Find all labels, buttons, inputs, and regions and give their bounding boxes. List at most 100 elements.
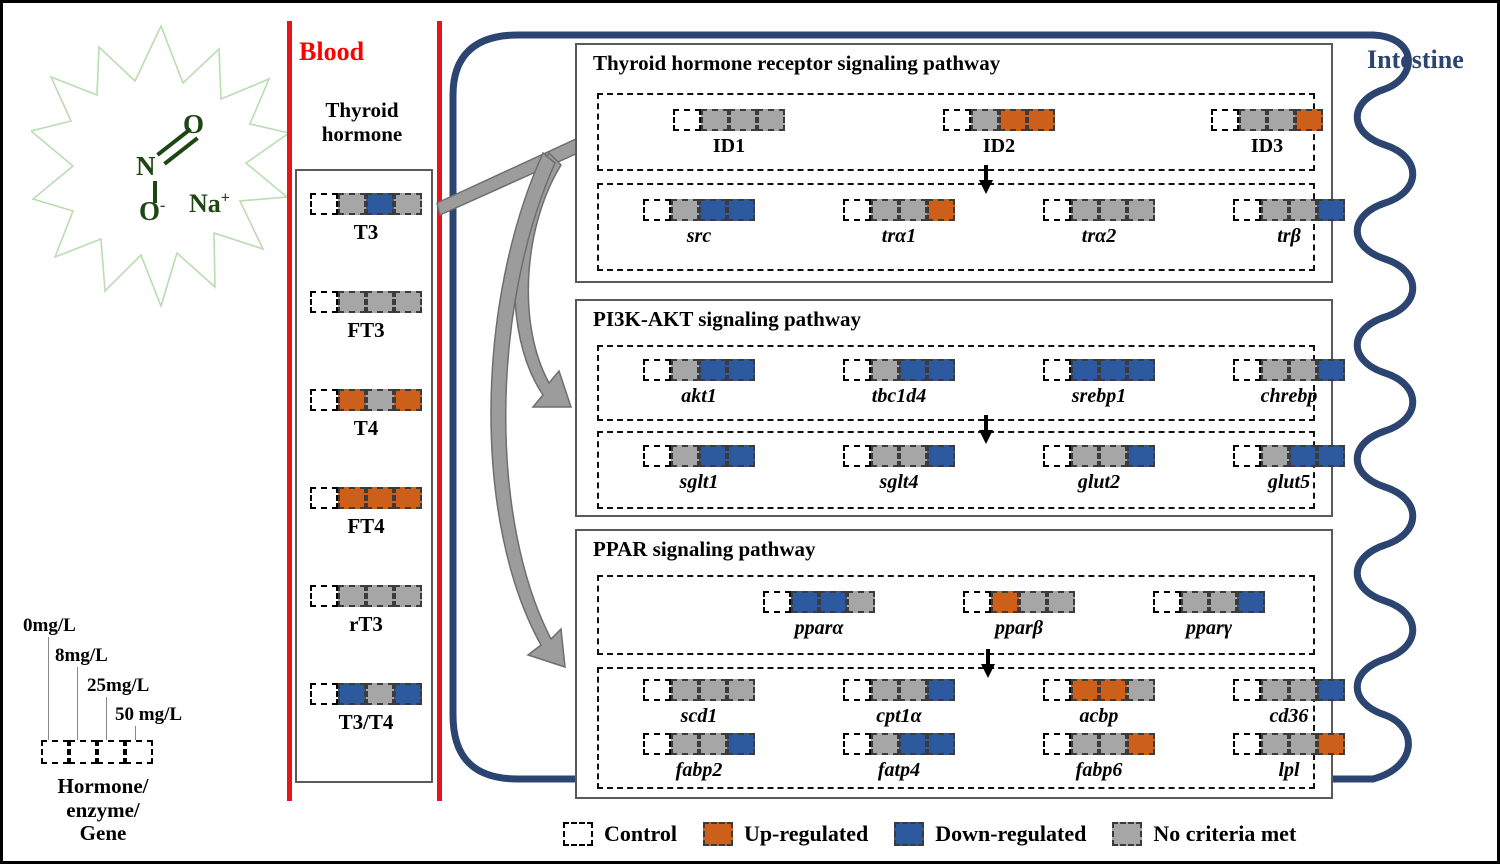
blood-t3-t4-swatch-0-control — [310, 683, 338, 705]
dose-scale-legend: 0mg/L 8mg/L 25mg/L 50 mg/L Hormone/ enzy… — [13, 615, 278, 855]
single-bond-line — [153, 181, 157, 203]
gene-label-ppar-fatp4: fatp4 — [877, 759, 921, 781]
gene-pi3k-akt-srebp1-swatch-1-down — [1071, 359, 1099, 381]
dose-swatch-0 — [41, 740, 69, 764]
blood-item-label: T3 — [353, 220, 379, 244]
gene-label-pi3k-akt-tbc1d4: tbc1d4 — [871, 385, 927, 407]
legend-label-none: No criteria met — [1153, 821, 1297, 846]
gene-pi3k-akt-sglt1-swatch-3-down — [727, 445, 755, 467]
blood-t3-swatch-1-none — [338, 193, 366, 215]
gene-thyroid-hormone-receptor-tr1-swatch-2-none — [899, 199, 927, 221]
gene-ppar-cpt1: cpt1α — [839, 679, 959, 728]
dose-tick-8 — [77, 667, 78, 741]
blood-t4-swatch-row — [297, 389, 435, 411]
dose-caption: Hormone/ enzyme/ Gene — [13, 774, 193, 846]
gene-ppar-ppar-swatch-1-none — [1181, 591, 1209, 613]
gene-label-ppar-ppar: pparβ — [994, 617, 1044, 639]
gene-pi3k-akt-tbc1d4-swatch-2-down — [899, 359, 927, 381]
gene-thyroid-hormone-receptor-tr-swatch-3-down — [1317, 199, 1345, 221]
dose-label-50: 50 mg/L — [115, 704, 183, 725]
gene-label-ppar-cd36: cd36 — [1269, 705, 1309, 727]
molecule-nitrogen: N — [136, 151, 156, 181]
blood-t4-swatch-1-up — [338, 389, 366, 411]
gene-ppar-ppar: pparα — [759, 591, 879, 640]
gene-pi3k-akt-glut2-swatch-1-none — [1071, 445, 1099, 467]
gene-ppar-scd1: scd1 — [639, 679, 759, 728]
dose-tick-0 — [48, 637, 49, 741]
gene-ppar-ppar-swatch-3-down — [1237, 591, 1265, 613]
gene-pi3k-akt-tbc1d4-swatch-0-control — [843, 359, 871, 381]
gene-thyroid-hormone-receptor-ID3-swatch-row — [1207, 109, 1327, 131]
gene-label-pi3k-akt-sglt1: sglt1 — [679, 471, 719, 493]
gene-pi3k-akt-sglt1: sglt1 — [639, 445, 759, 494]
legend-item-none: No criteria met — [1112, 821, 1296, 847]
dose-swatch-25 — [97, 740, 125, 764]
gene-label-ppar-scd1: scd1 — [680, 705, 718, 727]
gene-ppar-ppar-swatch-0-control — [763, 591, 791, 613]
gene-ppar-lpl-swatch-2-none — [1289, 733, 1317, 755]
gene-pi3k-akt-sglt1-swatch-1-none — [671, 445, 699, 467]
gene-thyroid-hormone-receptor-ID1: ID1 — [669, 109, 789, 158]
blood-item-label: FT4 — [347, 514, 385, 538]
blood-ft3-swatch-3-none — [394, 291, 422, 313]
gene-pi3k-akt-glut2-swatch-3-down — [1127, 445, 1155, 467]
gene-label-thyroid-hormone-receptor-src: src — [686, 225, 712, 247]
blood-rt3-swatch-row — [297, 585, 435, 607]
gene-ppar-fabp2: fabp2 — [639, 733, 759, 782]
gene-label-ppar-fabp2: fabp2 — [675, 759, 723, 781]
gene-thyroid-hormone-receptor-ID1-swatch-3-none — [757, 109, 785, 131]
gene-pi3k-akt-glut2: glut2 — [1039, 445, 1159, 494]
gene-ppar-fabp6-swatch-row — [1039, 733, 1159, 755]
gene-label-thyroid-hormone-receptor-tr1: trα1 — [881, 225, 917, 247]
blood-t3-t4-swatch-2-none — [366, 683, 394, 705]
gene-label-thyroid-hormone-receptor-ID2: ID2 — [982, 135, 1016, 157]
gene-thyroid-hormone-receptor-ID1-swatch-row — [669, 109, 789, 131]
dose-tick-50 — [135, 726, 136, 741]
gene-ppar-scd1-swatch-3-none — [727, 679, 755, 701]
gene-thyroid-hormone-receptor-ID2-swatch-3-up — [1027, 109, 1055, 131]
blood-item-label: T3/T4 — [338, 710, 394, 734]
blood-t3-swatch-0-control — [310, 193, 338, 215]
gene-label-ppar-acbp: acbp — [1079, 705, 1119, 727]
gene-ppar-fabp6-swatch-2-none — [1099, 733, 1127, 755]
gene-ppar-cd36-swatch-0-control — [1233, 679, 1261, 701]
gene-ppar-acbp-swatch-1-up — [1071, 679, 1099, 701]
blood-title: Blood — [299, 37, 365, 66]
gene-pi3k-akt-akt1: akt1 — [639, 359, 759, 408]
gene-pi3k-akt-glut5-swatch-0-control — [1233, 445, 1261, 467]
blood-item-ft3: FT3 — [297, 291, 435, 343]
gene-pi3k-akt-sglt4-swatch-0-control — [843, 445, 871, 467]
gene-thyroid-hormone-receptor-src-swatch-0-control — [643, 199, 671, 221]
gene-thyroid-hormone-receptor-ID2-swatch-row — [939, 109, 1059, 131]
dose-caption-line-2: enzyme/ — [66, 797, 140, 822]
gene-label-ppar-cpt1: cpt1α — [876, 705, 922, 727]
gene-pi3k-akt-chrebp-swatch-row — [1229, 359, 1349, 381]
gene-pi3k-akt-glut5-swatch-3-down — [1317, 445, 1345, 467]
gene-thyroid-hormone-receptor-src-swatch-3-down — [727, 199, 755, 221]
gene-label-pi3k-akt-glut2: glut2 — [1077, 471, 1121, 493]
gene-thyroid-hormone-receptor-src-swatch-2-down — [699, 199, 727, 221]
blood-t3-swatch-row — [297, 193, 435, 215]
gene-pi3k-akt-srebp1-swatch-2-down — [1099, 359, 1127, 381]
gene-thyroid-hormone-receptor-ID2: ID2 — [939, 109, 1059, 158]
blood-item-t3: T3 — [297, 193, 435, 245]
gene-ppar-ppar-swatch-row — [759, 591, 879, 613]
gene-ppar-ppar-swatch-3-none — [1047, 591, 1075, 613]
legend-swatch-control — [563, 822, 593, 846]
blood-t3-t4-swatch-row — [297, 683, 435, 705]
gene-pi3k-akt-srebp1: srebp1 — [1039, 359, 1159, 408]
oxygen-charge: - — [160, 197, 166, 214]
gene-ppar-fatp4-swatch-0-control — [843, 733, 871, 755]
gene-ppar-ppar: pparβ — [959, 591, 1079, 640]
legend-item-control: Control — [563, 821, 677, 847]
molecule-oxygen-bottom: O- — [139, 196, 166, 226]
gene-label-ppar-ppar: pparα — [794, 617, 844, 639]
blood-ft3-swatch-2-none — [366, 291, 394, 313]
gene-thyroid-hormone-receptor-tr2: trα2 — [1039, 199, 1159, 248]
gene-ppar-cpt1-swatch-row — [839, 679, 959, 701]
gene-thyroid-hormone-receptor-tr-swatch-row — [1229, 199, 1349, 221]
gene-ppar-cpt1-swatch-2-none — [899, 679, 927, 701]
